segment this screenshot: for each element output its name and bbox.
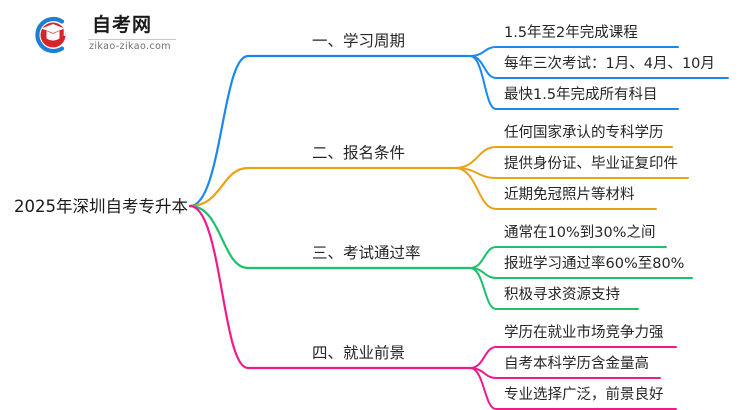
- mindmap-branch-job-prospects[interactable]: 四、就业前景: [312, 344, 406, 362]
- mindmap-leaf-study-period-2[interactable]: 每年三次考试：1月、4月、10月: [504, 56, 715, 72]
- logo-domain: zikao-zikao.com: [89, 41, 171, 52]
- mindmap-branch-study-period[interactable]: 一、学习周期: [312, 32, 406, 50]
- logo-divider: [88, 39, 176, 40]
- connector-line: [454, 146, 673, 169]
- mindmap-leaf-application-requirements-3[interactable]: 近期免冠照片等材料: [504, 187, 635, 203]
- mindmap-leaf-job-prospects-2[interactable]: 自考本科学历含金量高: [504, 356, 649, 372]
- mindmap-branch-application-requirements[interactable]: 二、报名条件: [312, 144, 406, 162]
- connector-line: [469, 367, 677, 410]
- connector-line: [188, 204, 472, 270]
- mindmap-leaf-pass-rate-2[interactable]: 报班学习通过率60%至80%: [504, 256, 685, 272]
- mindmap-leaf-study-period-3[interactable]: 最快1.5年完成所有科目: [504, 87, 658, 103]
- mindmap-leaf-application-requirements-1[interactable]: 任何国家承认的专科学历: [504, 125, 664, 141]
- mindmap-leaf-pass-rate-1[interactable]: 通常在10%到30%之间: [504, 225, 656, 241]
- mindmap-root-node[interactable]: 2025年深圳自考专升本: [14, 197, 188, 216]
- connector-line: [469, 267, 639, 310]
- connector-line: [469, 346, 677, 369]
- connector-line: [188, 204, 472, 370]
- mindmap-leaf-job-prospects-3[interactable]: 专业选择广泛，前景良好: [504, 387, 664, 403]
- connector-line: [454, 167, 657, 210]
- connector-line: [188, 54, 472, 208]
- graduation-cap-icon: [35, 16, 66, 54]
- mindmap-branch-pass-rate[interactable]: 三、考试通过率: [312, 244, 421, 262]
- mindmap-leaf-application-requirements-2[interactable]: 提供身份证、毕业证复印件: [504, 156, 678, 172]
- mindmap-leaf-pass-rate-3[interactable]: 积极寻求资源支持: [504, 287, 620, 303]
- connector-line: [469, 46, 679, 57]
- mindmap-leaf-job-prospects-1[interactable]: 学历在就业市场竞争力强: [504, 325, 664, 341]
- mindmap-leaf-study-period-1[interactable]: 1.5年至2年完成课程: [504, 25, 638, 41]
- connector-line: [188, 166, 457, 208]
- connector-line: [469, 246, 667, 269]
- site-logo: 自考网 zikao-zikao.com: [28, 12, 178, 60]
- logo-name-cn: 自考网: [92, 14, 153, 36]
- connector-line: [469, 55, 679, 110]
